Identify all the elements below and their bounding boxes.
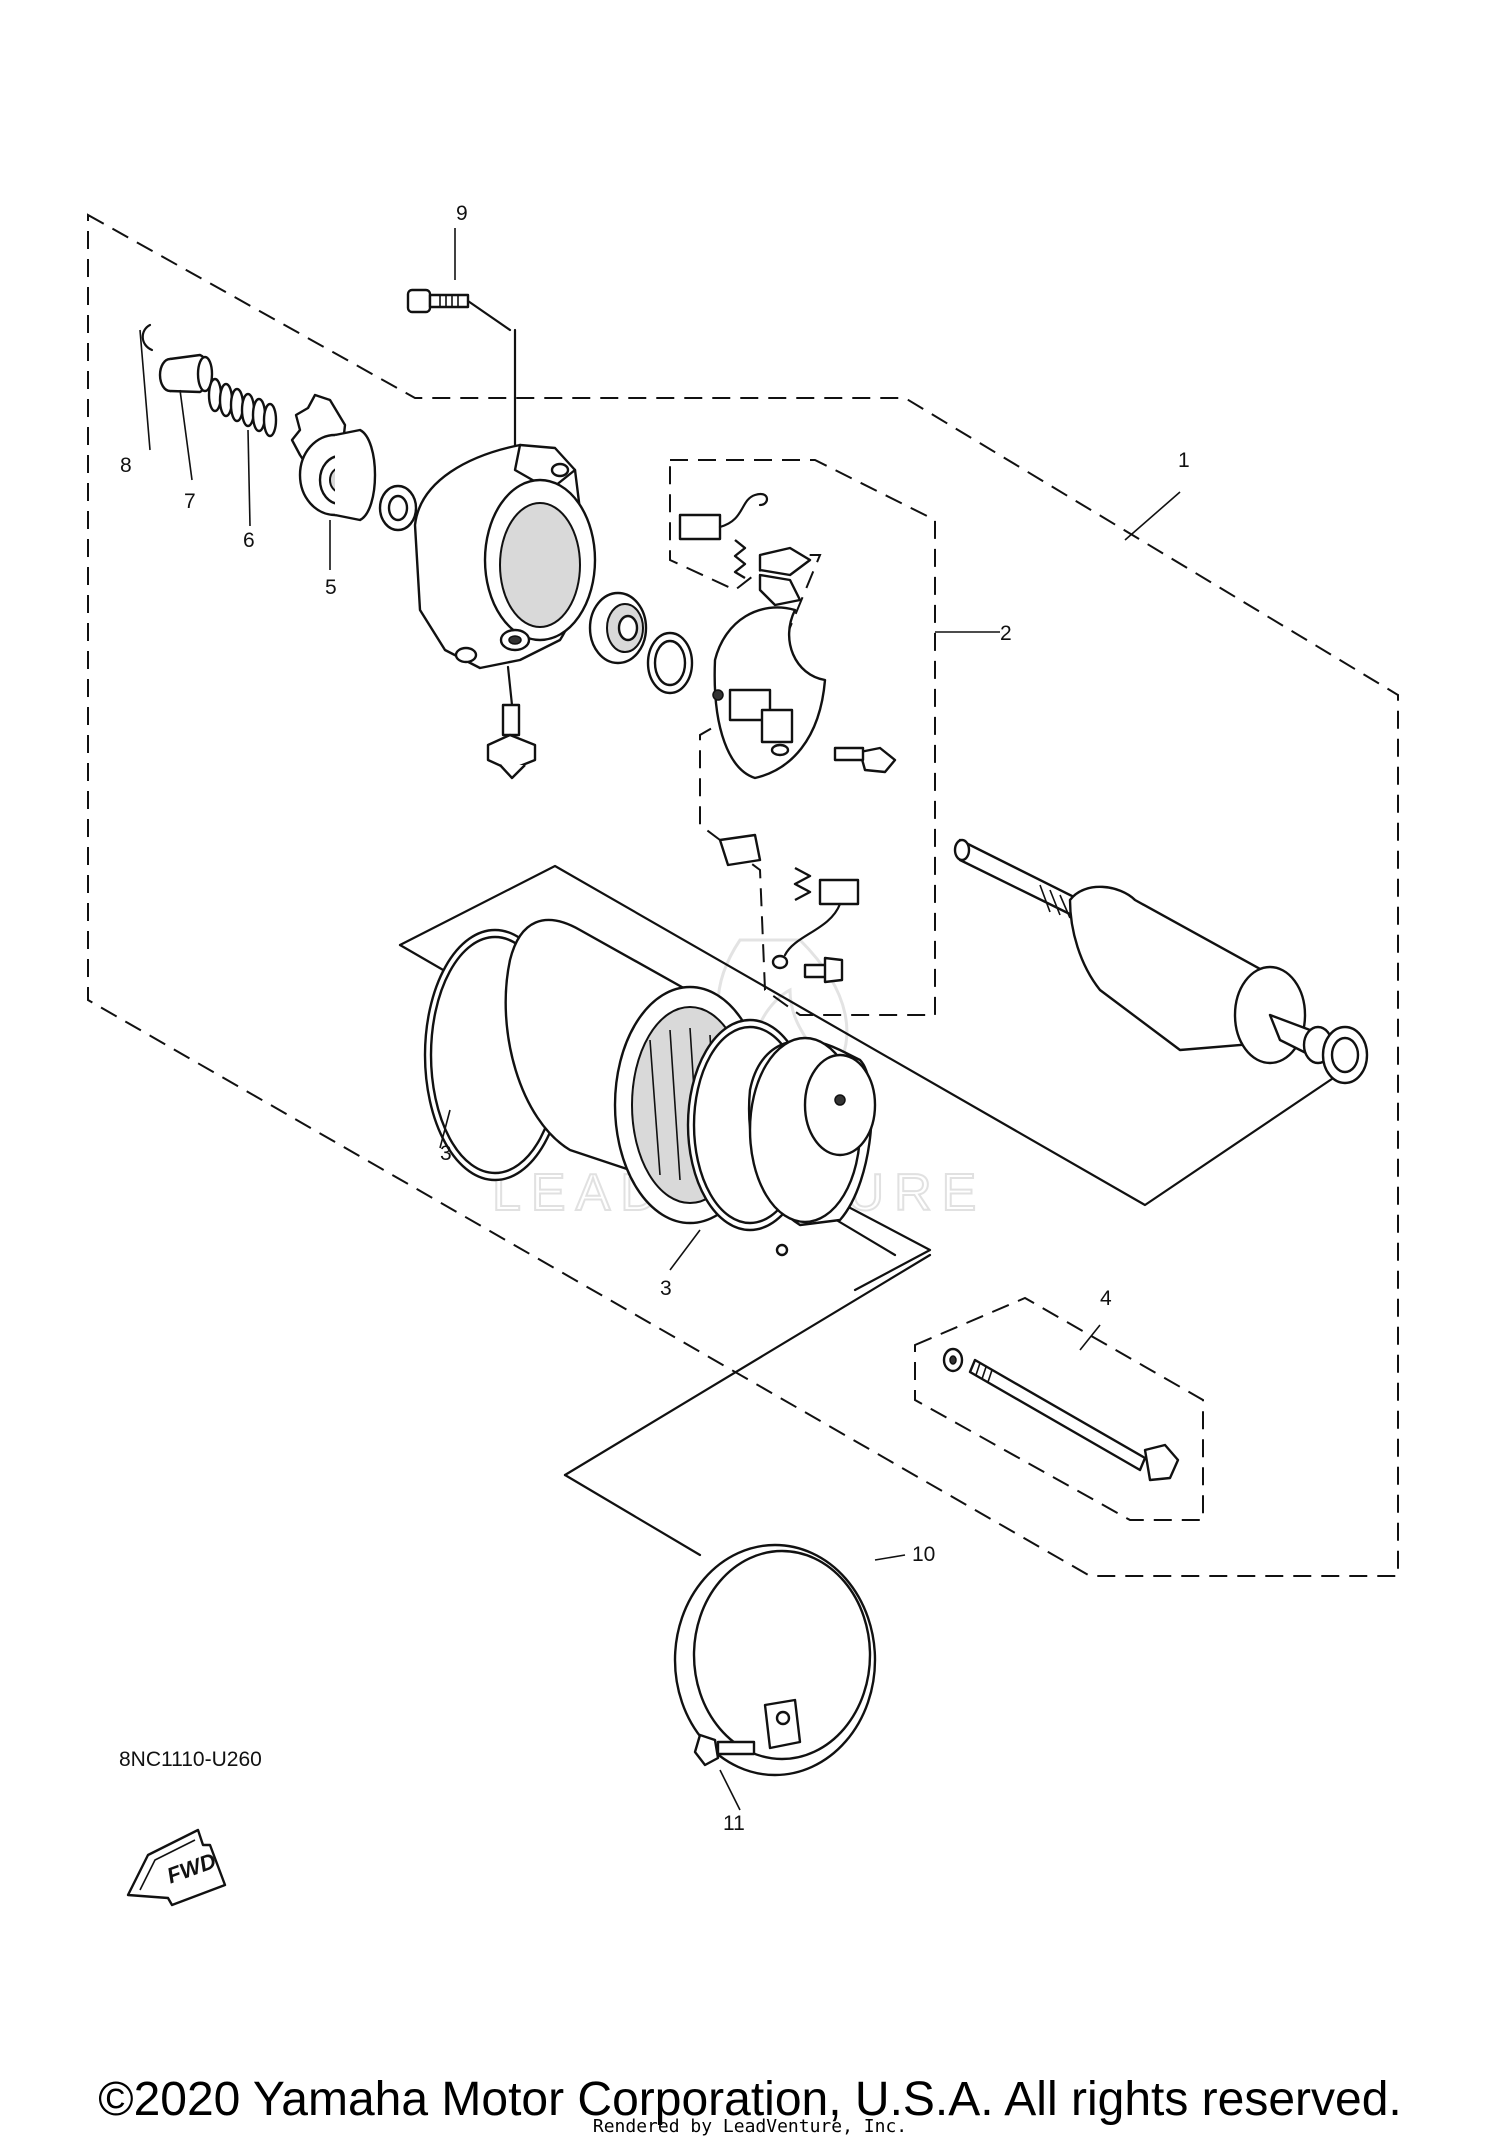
bracket-stud <box>486 703 537 780</box>
seal <box>646 631 694 695</box>
leader-lines <box>139 228 1181 1811</box>
part-9-bolt <box>406 288 512 332</box>
callout-10: 10 <box>912 1543 935 1566</box>
callout-4: 4 <box>1100 1287 1112 1310</box>
part-2-brush-plate <box>678 492 897 984</box>
rear-cover <box>747 1036 877 1257</box>
callout-labels: 1 2 3 3 4 5 6 7 8 9 10 11 <box>120 202 1190 1835</box>
callout-3-right: 3 <box>660 1277 672 1300</box>
part-8-circlip <box>141 323 154 352</box>
callout-11: 11 <box>723 1812 745 1835</box>
callout-2: 2 <box>1000 622 1012 645</box>
washer-1 <box>378 484 418 532</box>
callout-9: 9 <box>456 202 468 225</box>
armature <box>953 838 1334 1065</box>
part-6-spring <box>207 377 278 438</box>
part-10-band <box>673 1543 877 1777</box>
assembly-boundary <box>87 213 1399 1577</box>
rendered-by-notice: Rendered by LeadVenture, Inc. <box>592 2116 908 2137</box>
part-4-through-bolt <box>942 1347 1180 1482</box>
part-5-pinion-gear <box>290 393 377 522</box>
fwd-arrow-icon: FWD <box>126 1828 227 1907</box>
brush-holder-boundary <box>669 459 936 1016</box>
part-7-collar <box>158 353 214 394</box>
through-bolt-boundary <box>914 1296 1204 1521</box>
washer-2 <box>1321 1025 1369 1085</box>
callout-3-left: 3 <box>440 1142 452 1165</box>
callout-5: 5 <box>325 576 337 599</box>
callout-8: 8 <box>120 454 132 477</box>
callout-7: 7 <box>184 490 196 513</box>
part-11-screw <box>693 1733 756 1767</box>
diagram-code: 8NC1110-U260 <box>119 1748 262 1771</box>
front-cover-bracket <box>413 443 597 670</box>
callout-6: 6 <box>243 529 255 552</box>
bearing <box>588 591 648 665</box>
callout-1: 1 <box>1178 449 1190 472</box>
copyright-notice: ©2020 Yamaha Motor Corporation, U.S.A. A… <box>98 2073 1402 2126</box>
